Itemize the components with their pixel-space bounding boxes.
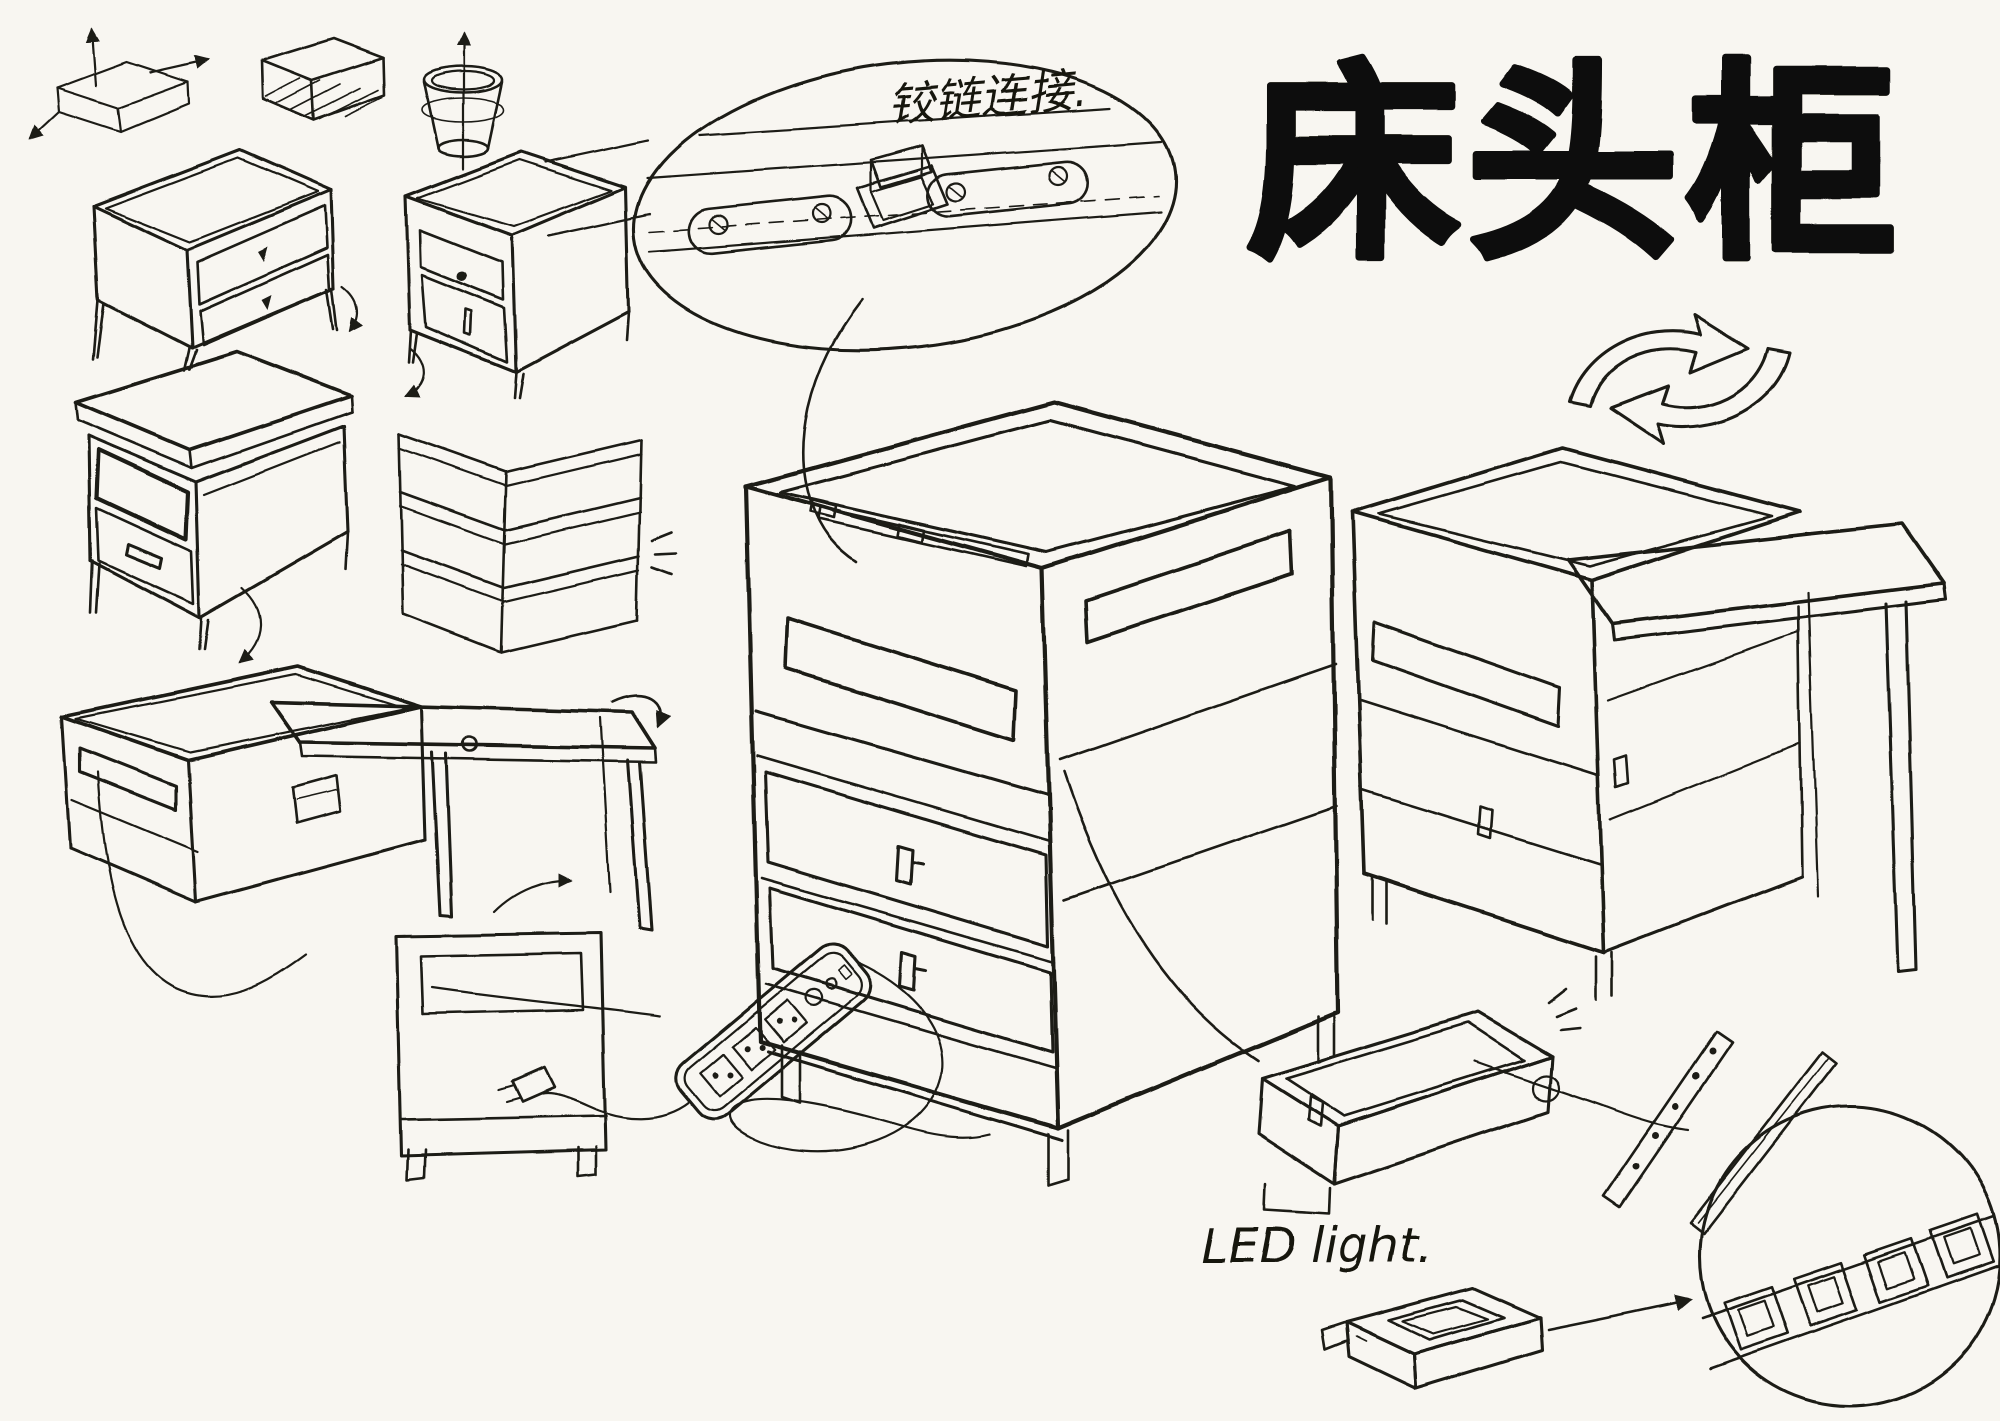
- perspective-axes-cube-study: [29, 27, 211, 140]
- cabinet-with-slide-table-sketch: [1350, 446, 1948, 1002]
- led-socket-box-sketch: [1320, 1286, 1544, 1390]
- cup-axis-study: [421, 31, 505, 170]
- nightstand-open-shelf-sketch: [74, 350, 354, 652]
- led-module-detail-circle: [1546, 1104, 2000, 1408]
- pulled-out-drawer-sketch: [1256, 986, 1582, 1216]
- nightstand-two-drawer-sketch: [91, 148, 339, 372]
- slide-out-desk-sketch: [60, 664, 672, 997]
- connector-arrow-b-down: [404, 346, 425, 398]
- connector-arrow-to-power-strip: [492, 872, 573, 914]
- corner-panel-zigzag-detail: [397, 432, 643, 654]
- swap-rotation-arrows: [1568, 312, 1792, 446]
- hinge-detail-callout: 铰链连接.: [543, 58, 1178, 564]
- hatched-box-study: [260, 36, 386, 122]
- nightstand-drawer-door-sketch: [404, 150, 631, 400]
- connector-arrow-c-down: [238, 586, 262, 664]
- sparkle-marks: [650, 530, 678, 576]
- connector-arrow-a-b: [340, 284, 364, 332]
- hinge-annotation-text: 铰链连接.: [886, 62, 1089, 133]
- nightstand-front-elevation-sketch: [394, 931, 662, 1182]
- main-cabinet-perspective-sketch: [743, 399, 1341, 1188]
- leader-main-cabinet-to-drawer: [1062, 770, 1260, 1062]
- page-title-calligraphy: 床头柜: [1248, 41, 1908, 288]
- led-strip-sketch: [1602, 1030, 1838, 1235]
- led-annotation-text: LED light.: [1202, 1218, 1433, 1274]
- leader-drawer-to-strip: [1473, 1060, 1690, 1132]
